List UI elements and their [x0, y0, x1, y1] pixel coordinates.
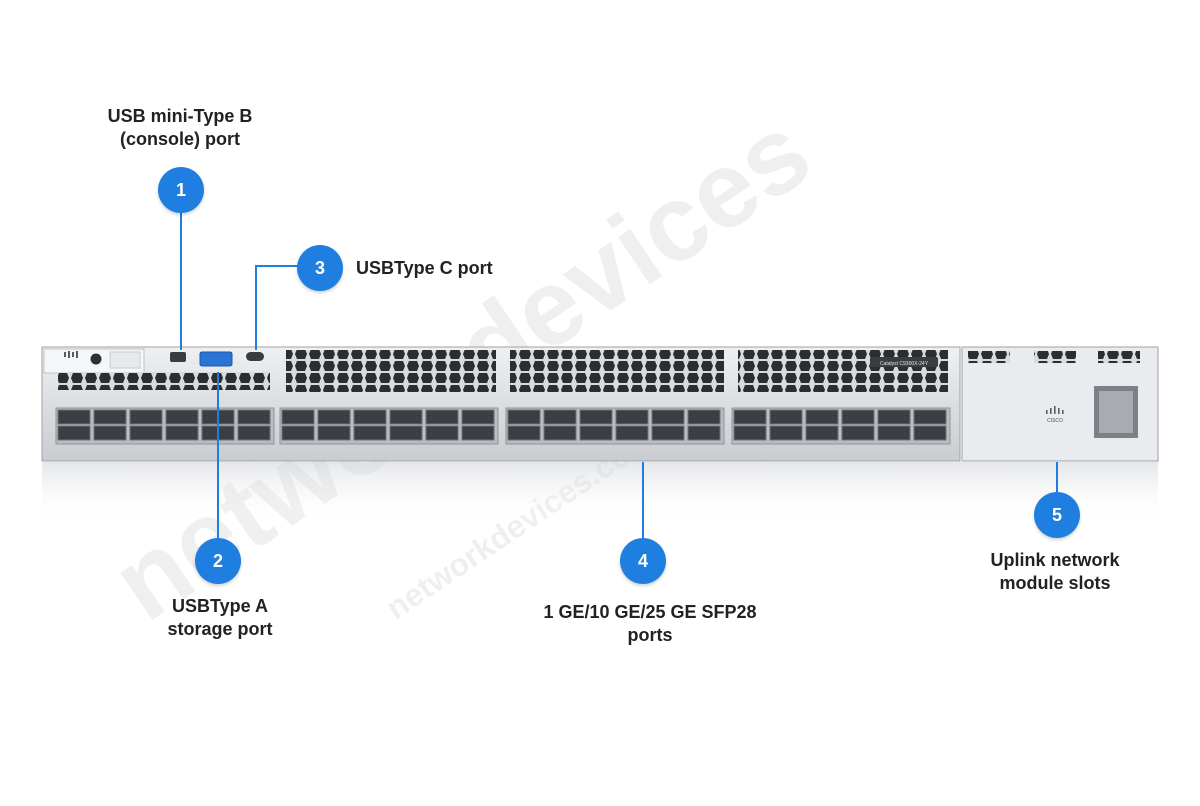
sfp28-port-icon — [129, 425, 163, 441]
sfp28-port-icon — [237, 409, 271, 425]
sfp28-port-icon — [165, 425, 199, 441]
leader-lines — [180, 213, 1058, 538]
sfp28-port-icon — [93, 409, 127, 425]
sfp28-port-icon — [281, 409, 315, 425]
callout-label-4: 1 GE/10 GE/25 GE SFP28 ports — [543, 602, 757, 645]
vent-grilles — [58, 350, 1140, 392]
sfp28-port-icon — [507, 409, 541, 425]
sfp28-port-icon — [353, 425, 387, 441]
sfp28-port-icon — [389, 425, 423, 441]
sfp28-port-icon — [687, 425, 721, 441]
chassis-reflection — [42, 462, 1158, 524]
sfp28-port-icon — [651, 425, 685, 441]
sfp28-port-icon — [651, 409, 685, 425]
callout-badge-2: 2 — [195, 538, 241, 584]
usb-type-c-port-icon — [246, 352, 264, 361]
sfp28-port-icon — [507, 425, 541, 441]
sfp28-port-icon — [425, 425, 459, 441]
cisco-logo-text: CISCO — [1047, 418, 1063, 424]
callout-label-5: Uplink network module slots — [990, 550, 1120, 593]
model-badge: Catalyst C9300X-24Y — [880, 361, 929, 367]
sfp28-port-icon — [425, 409, 459, 425]
sfp28-port-icon — [805, 409, 839, 425]
sfp28-port-icon — [461, 409, 495, 425]
sfp28-port-icon — [733, 425, 767, 441]
control-panel — [43, 348, 145, 374]
sfp28-port-icon — [579, 425, 613, 441]
sfp28-port-icon — [317, 409, 351, 425]
sfp28-port-icon — [615, 425, 649, 441]
uplink-module-slot — [1094, 386, 1138, 438]
sfp28-port-icon — [579, 409, 613, 425]
callout-label-2: USBType A storage port — [167, 596, 273, 639]
usb-type-a-port-icon — [199, 351, 233, 367]
sfp28-port-icon — [543, 425, 577, 441]
sfp28-port-icon — [769, 409, 803, 425]
sfp28-port-icon — [353, 409, 387, 425]
callout-badge-5: 5 — [1034, 492, 1080, 538]
sfp28-port-icon — [389, 409, 423, 425]
usb-mini-b-port-icon — [170, 352, 186, 362]
sfp28-port-icon — [57, 409, 91, 425]
sfp28-port-icon — [877, 425, 911, 441]
sfp28-port-icon — [877, 409, 911, 425]
callout-badge-1: 1 — [158, 167, 204, 213]
callout-badge-3: 3 — [297, 245, 343, 291]
sfp28-port-icon — [913, 425, 947, 441]
leader-line-3 — [255, 265, 298, 350]
mode-button-icon — [90, 353, 102, 365]
sfp28-port-icon — [687, 409, 721, 425]
sfp28-port-icon — [129, 409, 163, 425]
sfp28-port-icon — [805, 425, 839, 441]
sfp28-port-icon — [543, 409, 577, 425]
sfp28-port-icon — [461, 425, 495, 441]
sfp28-port-icon — [615, 409, 649, 425]
sfp28-port-icon — [165, 409, 199, 425]
cisco-logo-icon — [1046, 406, 1064, 414]
sfp28-port-icon — [769, 425, 803, 441]
sfp28-port-icon — [913, 409, 947, 425]
sfp28-port-icon — [237, 425, 271, 441]
callout-badge-4: 4 — [620, 538, 666, 584]
sfp28-port-icon — [57, 425, 91, 441]
callout-label-3: USBType C port — [356, 258, 493, 278]
sfp28-port-icon — [317, 425, 351, 441]
sfp28-port-icon — [93, 425, 127, 441]
sfp28-port-icon — [841, 409, 875, 425]
sfp28-port-icon — [281, 425, 315, 441]
sfp28-port-icon — [841, 425, 875, 441]
sfp28-port-icon — [733, 409, 767, 425]
callout-label-1: USB mini-Type B (console) port — [107, 106, 253, 149]
